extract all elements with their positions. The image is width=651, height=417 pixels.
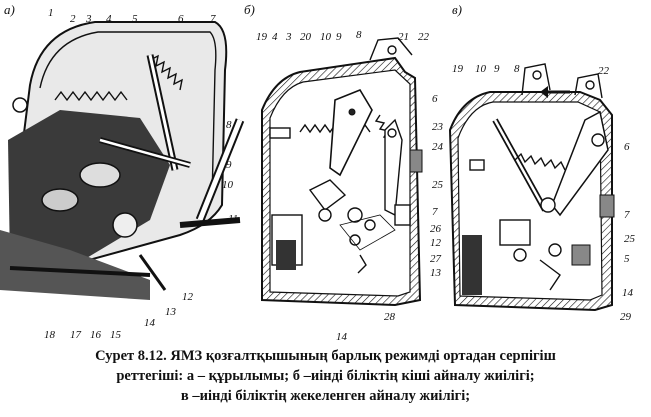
callout-b-14: 14 bbox=[336, 331, 348, 343]
callout-b-9: 9 bbox=[336, 31, 342, 43]
panel-c-callouts: 19 10 9 8 22 6 7 25 5 14 29 bbox=[452, 63, 636, 323]
callout-b-6: 6 bbox=[432, 93, 438, 105]
callout-a-2: 2 bbox=[70, 13, 76, 25]
callout-c-6: 6 bbox=[624, 141, 630, 153]
callout-c-14: 14 bbox=[622, 287, 634, 299]
callout-b-26: 26 bbox=[430, 223, 442, 235]
callout-b-20: 20 bbox=[300, 31, 312, 43]
callout-a-18: 18 bbox=[44, 329, 56, 341]
panel-a-callouts: 1 2 3 4 5 6 7 8 9 10 11 12 13 14 15 16 1… bbox=[44, 7, 238, 341]
callout-b-4: 4 bbox=[272, 31, 278, 43]
callout-b-7: 7 bbox=[432, 206, 438, 218]
callout-b-3: 3 bbox=[285, 31, 292, 43]
callout-b-13: 13 bbox=[430, 267, 442, 279]
callout-a-6: 6 bbox=[178, 13, 184, 25]
caption-line-1: Сурет 8.12. ЯМЗ қозғалтқышының барлық ре… bbox=[95, 348, 556, 364]
panel-b-label: б) bbox=[244, 2, 255, 17]
callout-c-9: 9 bbox=[494, 63, 500, 75]
callout-b-8: 8 bbox=[356, 29, 362, 41]
callout-b-25: 25 bbox=[432, 179, 444, 191]
callout-a-15: 15 bbox=[110, 329, 122, 341]
callout-b-22: 22 bbox=[418, 31, 430, 43]
callout-c-8: 8 bbox=[514, 63, 520, 75]
panel-c-label: в) bbox=[452, 2, 462, 17]
callout-a-4: 4 bbox=[106, 13, 112, 25]
callout-c-19: 19 bbox=[452, 63, 464, 75]
callout-a-9: 9 bbox=[226, 159, 232, 171]
callout-a-10: 10 bbox=[222, 179, 234, 191]
callout-b-12: 12 bbox=[430, 237, 442, 249]
callout-b-19: 19 bbox=[256, 31, 268, 43]
callout-a-13: 13 bbox=[165, 306, 177, 318]
panel-a-drawing bbox=[0, 0, 245, 348]
callout-c-25: 25 bbox=[624, 233, 636, 245]
callout-a-16: 16 bbox=[90, 329, 102, 341]
callout-c-7: 7 bbox=[624, 209, 630, 221]
callout-a-5: 5 bbox=[132, 13, 138, 25]
callout-a-1: 1 bbox=[48, 7, 54, 19]
callout-b-21: 21 bbox=[398, 31, 409, 43]
callout-a-8: 8 bbox=[226, 119, 232, 131]
panel-a-label: а) bbox=[4, 2, 15, 17]
callout-a-3: 3 bbox=[85, 13, 92, 25]
caption-line-2: реттегіші: а – құрылымы; б –иінді білікт… bbox=[116, 368, 535, 384]
panel-c-drawing bbox=[448, 63, 615, 312]
panel-b-callouts: 19 4 3 20 10 9 8 21 22 6 23 24 25 7 26 1… bbox=[256, 29, 444, 343]
callout-c-29: 29 bbox=[620, 311, 632, 323]
callout-b-28: 28 bbox=[384, 311, 396, 323]
callout-c-22: 22 bbox=[598, 65, 610, 77]
callout-a-7: 7 bbox=[210, 13, 216, 25]
callout-b-10: 10 bbox=[320, 31, 332, 43]
figure-illustration: а) 1 2 3 4 5 6 7 8 9 10 11 12 13 14 15 1… bbox=[0, 0, 636, 348]
callout-b-23: 23 bbox=[432, 121, 444, 133]
callout-a-17: 17 bbox=[70, 329, 82, 341]
callout-a-14: 14 bbox=[144, 317, 156, 329]
callout-c-5: 5 bbox=[624, 253, 630, 265]
callout-b-24: 24 bbox=[432, 141, 444, 153]
figure-caption: Сурет 8.12. ЯМЗ қозғалтқышының барлық ре… bbox=[0, 346, 651, 406]
caption-line-3: в –иінді біліктің жекеленген айналу жиіл… bbox=[180, 388, 471, 404]
panel-b-drawing bbox=[261, 37, 423, 307]
callout-a-11: 11 bbox=[228, 213, 238, 225]
callout-b-27: 27 bbox=[430, 253, 442, 265]
callout-a-12: 12 bbox=[182, 291, 194, 303]
callout-c-10: 10 bbox=[475, 63, 487, 75]
